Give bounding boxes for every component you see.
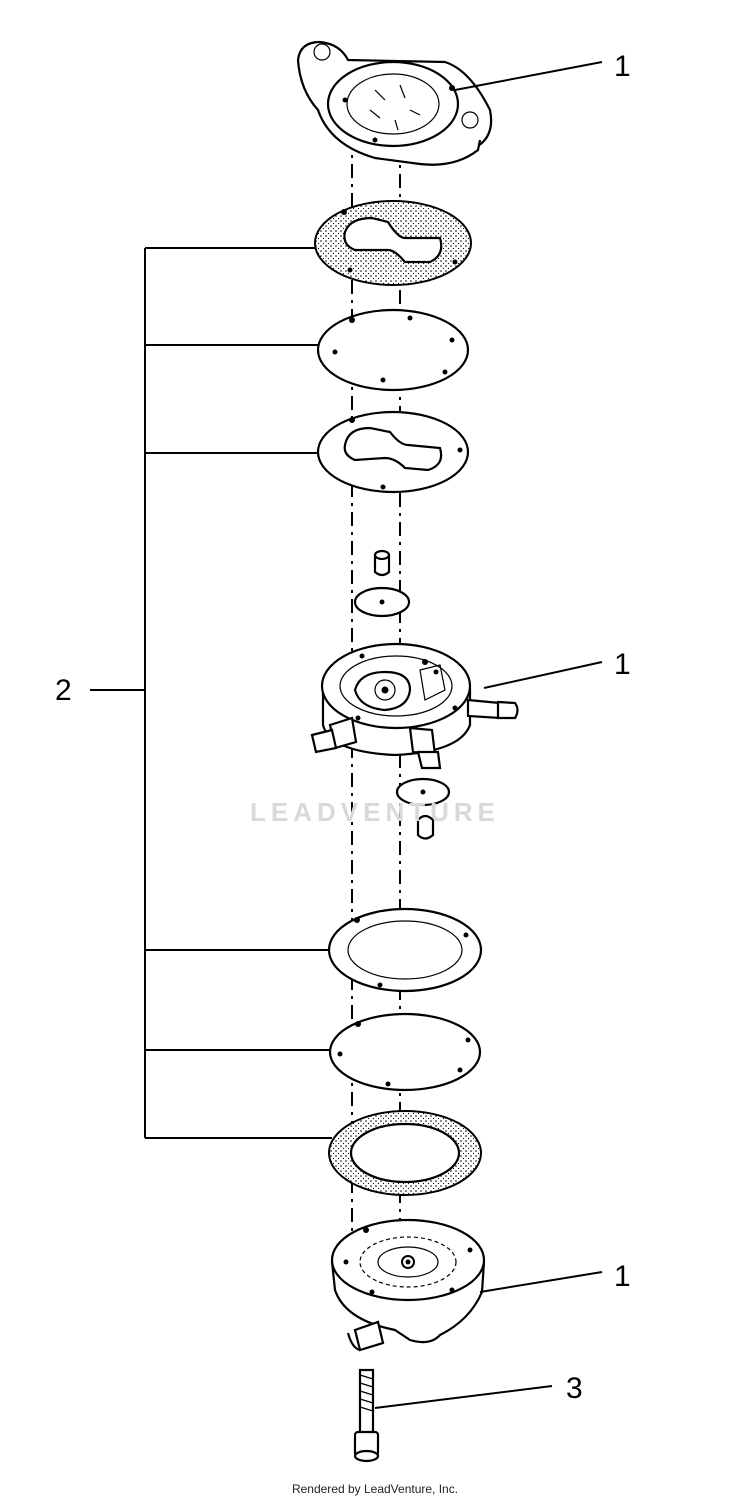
- callout-lower-cover: 1: [614, 1260, 631, 1293]
- callout-screw: 3: [566, 1372, 583, 1405]
- lower-valve-gasket: [327, 907, 483, 993]
- pump-body: [310, 642, 519, 770]
- upper-check-valve: [353, 549, 411, 618]
- upper-diaphragm: [316, 308, 470, 392]
- upper-gasket: [314, 200, 472, 286]
- footer-credit: Rendered by LeadVenture, Inc.: [291, 1482, 459, 1496]
- screw: [353, 1368, 380, 1463]
- lower-gasket: [328, 1110, 482, 1196]
- lower-cover: [330, 1218, 486, 1352]
- lower-check-valve: [395, 777, 451, 840]
- callout-upper-cover: 1: [614, 50, 631, 83]
- kit-bracket: [90, 247, 335, 1139]
- upper-valve-gasket: [316, 410, 470, 494]
- leader-lines: [374, 61, 603, 1409]
- watermark: LEADVENTURE: [249, 797, 500, 827]
- upper-cover: [296, 40, 493, 166]
- callout-pump-body: 1: [614, 648, 631, 681]
- callout-kit: 2: [55, 674, 72, 707]
- lower-diaphragm: [328, 1012, 482, 1092]
